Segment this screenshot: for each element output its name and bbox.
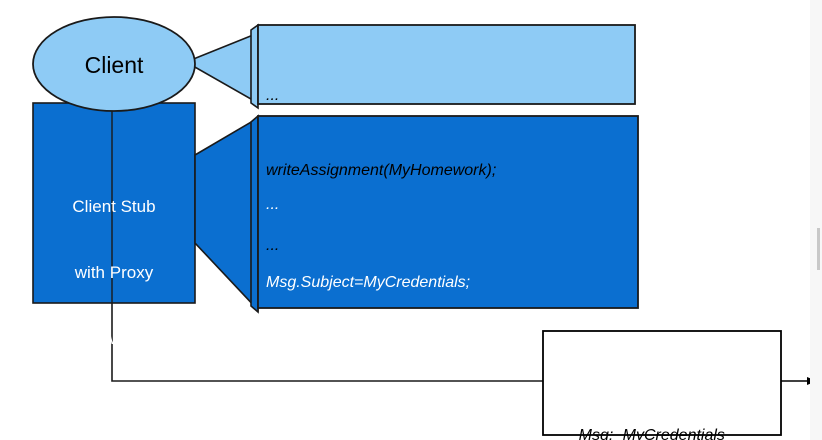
application-callout-tail — [184, 31, 259, 105]
application-code-line-1: ... — [266, 87, 280, 104]
client-stub-label-line-1: Client Stub — [72, 197, 156, 216]
stub-callout-code: ... Msg.Subject=MyCredentials; Msg.Metho… — [266, 140, 530, 440]
client-stub-label-line-2: with Proxy — [74, 263, 154, 282]
stub-code-line-1: ... — [266, 196, 280, 213]
application-callout-code: ... writeAssignment(MyHomework); ... — [266, 33, 496, 308]
application-code-line-2: writeAssignment(MyHomework); — [266, 162, 497, 179]
application-code-line-3: ... — [266, 237, 280, 254]
client-node-label: Client — [84, 52, 144, 78]
message-box-content: Msg:MyCredentials writeAssignment_Id MyH… — [552, 341, 762, 440]
stub-code-line-3: Msg.Method_Id=writeAssignment_Id; — [266, 352, 530, 369]
stub-code-line-2: Msg.Subject=MyCredentials; — [266, 274, 471, 291]
stub-callout-tail — [194, 116, 259, 313]
scrollbar-track[interactable] — [810, 0, 822, 440]
client-stub-label-line-3: (here without — [64, 329, 164, 348]
client-stub-label-line-4: PEP and PDP) — [57, 395, 171, 414]
scrollbar-thumb[interactable] — [817, 228, 820, 270]
client-node-ellipse[interactable] — [32, 16, 196, 112]
stub-callout-box[interactable] — [250, 114, 639, 314]
application-callout-box[interactable] — [250, 23, 636, 110]
client-stub-cylinder-body[interactable] — [32, 102, 196, 304]
message-box-field-1: MyCredentials — [622, 427, 725, 440]
client-stub-label: Client Stub with Proxy (here without PEP… — [28, 152, 200, 440]
message-box-key: Msg: — [578, 427, 614, 440]
message-box[interactable] — [542, 330, 782, 436]
message-box-row-1: Msg: MyCredentials — [552, 395, 762, 440]
stub-code-line-4: Msg.Params= MyHomework; — [266, 430, 472, 440]
